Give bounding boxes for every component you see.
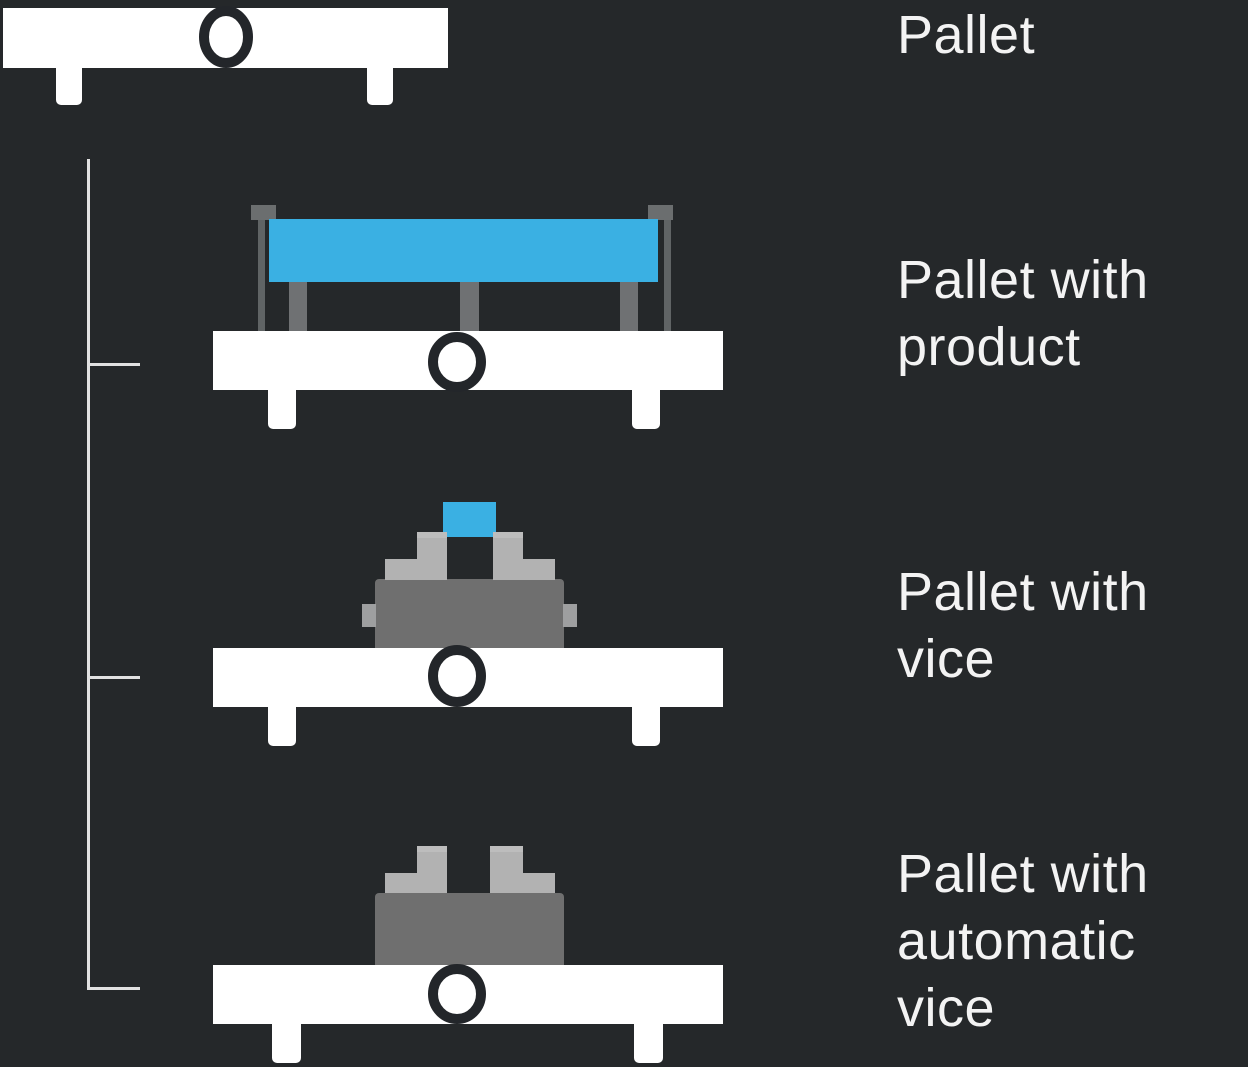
hierarchy-bracket [87, 159, 140, 990]
pallet-hole-icon [428, 964, 486, 1024]
support-post-left [289, 276, 307, 332]
vice-body [375, 579, 564, 652]
pallet-leg-left [272, 1018, 301, 1063]
clamp-cap-left [251, 205, 276, 220]
support-post-right [620, 276, 638, 332]
label-pallet-with-automatic-vice: Pallet with automatic vice [897, 844, 1149, 1038]
vice-tab-left [362, 604, 376, 627]
label-pallet: Pallet [897, 5, 1036, 65]
pallet-leg-right [632, 701, 660, 746]
pallet-leg-left [268, 384, 296, 429]
vice-body [375, 893, 564, 969]
pallet-leg-left [268, 701, 296, 746]
bracket-tick-vice [87, 676, 140, 679]
pallet-hole-icon [428, 645, 486, 707]
vice-jaw-step-left [385, 873, 447, 893]
vice-jaw-step-right [493, 559, 555, 580]
clamped-product-block [443, 502, 496, 537]
support-post-center [460, 276, 479, 332]
pallet-leg-right [634, 1018, 663, 1063]
vice-jaw-step-right [490, 873, 555, 893]
vice-jaw-left-top-band [417, 532, 447, 538]
label-pallet-with-vice: Pallet with vice [897, 562, 1149, 689]
vice-jaw-left-top-band [417, 846, 447, 852]
pallet-figure [3, 6, 448, 105]
vice-tab-right [563, 604, 577, 627]
pallet-hole-icon [428, 332, 486, 392]
pallet-with-product-figure [213, 205, 723, 429]
label-pallet-with-product: Pallet with product [897, 250, 1149, 377]
vice-jaw-step-left [385, 559, 447, 580]
pallet-with-automatic-vice-figure [213, 846, 723, 1063]
vice-jaw-right-top-band [490, 846, 523, 852]
pallet-leg-right [632, 384, 660, 429]
clamp-rod-right [664, 212, 671, 332]
product-slab [269, 219, 658, 282]
pallet-with-vice-figure [213, 502, 723, 746]
pallet-hole-icon [199, 6, 253, 68]
pallet-leg-right [367, 60, 393, 105]
clamp-rod-left [258, 212, 265, 332]
bracket-tick-automatic-vice [87, 987, 140, 990]
clamp-cap-right [648, 205, 673, 220]
vice-jaw-right-top-band [493, 532, 523, 538]
pallet-leg-left [56, 60, 82, 105]
bracket-vertical-line [87, 159, 90, 990]
bracket-tick-product [87, 363, 140, 366]
